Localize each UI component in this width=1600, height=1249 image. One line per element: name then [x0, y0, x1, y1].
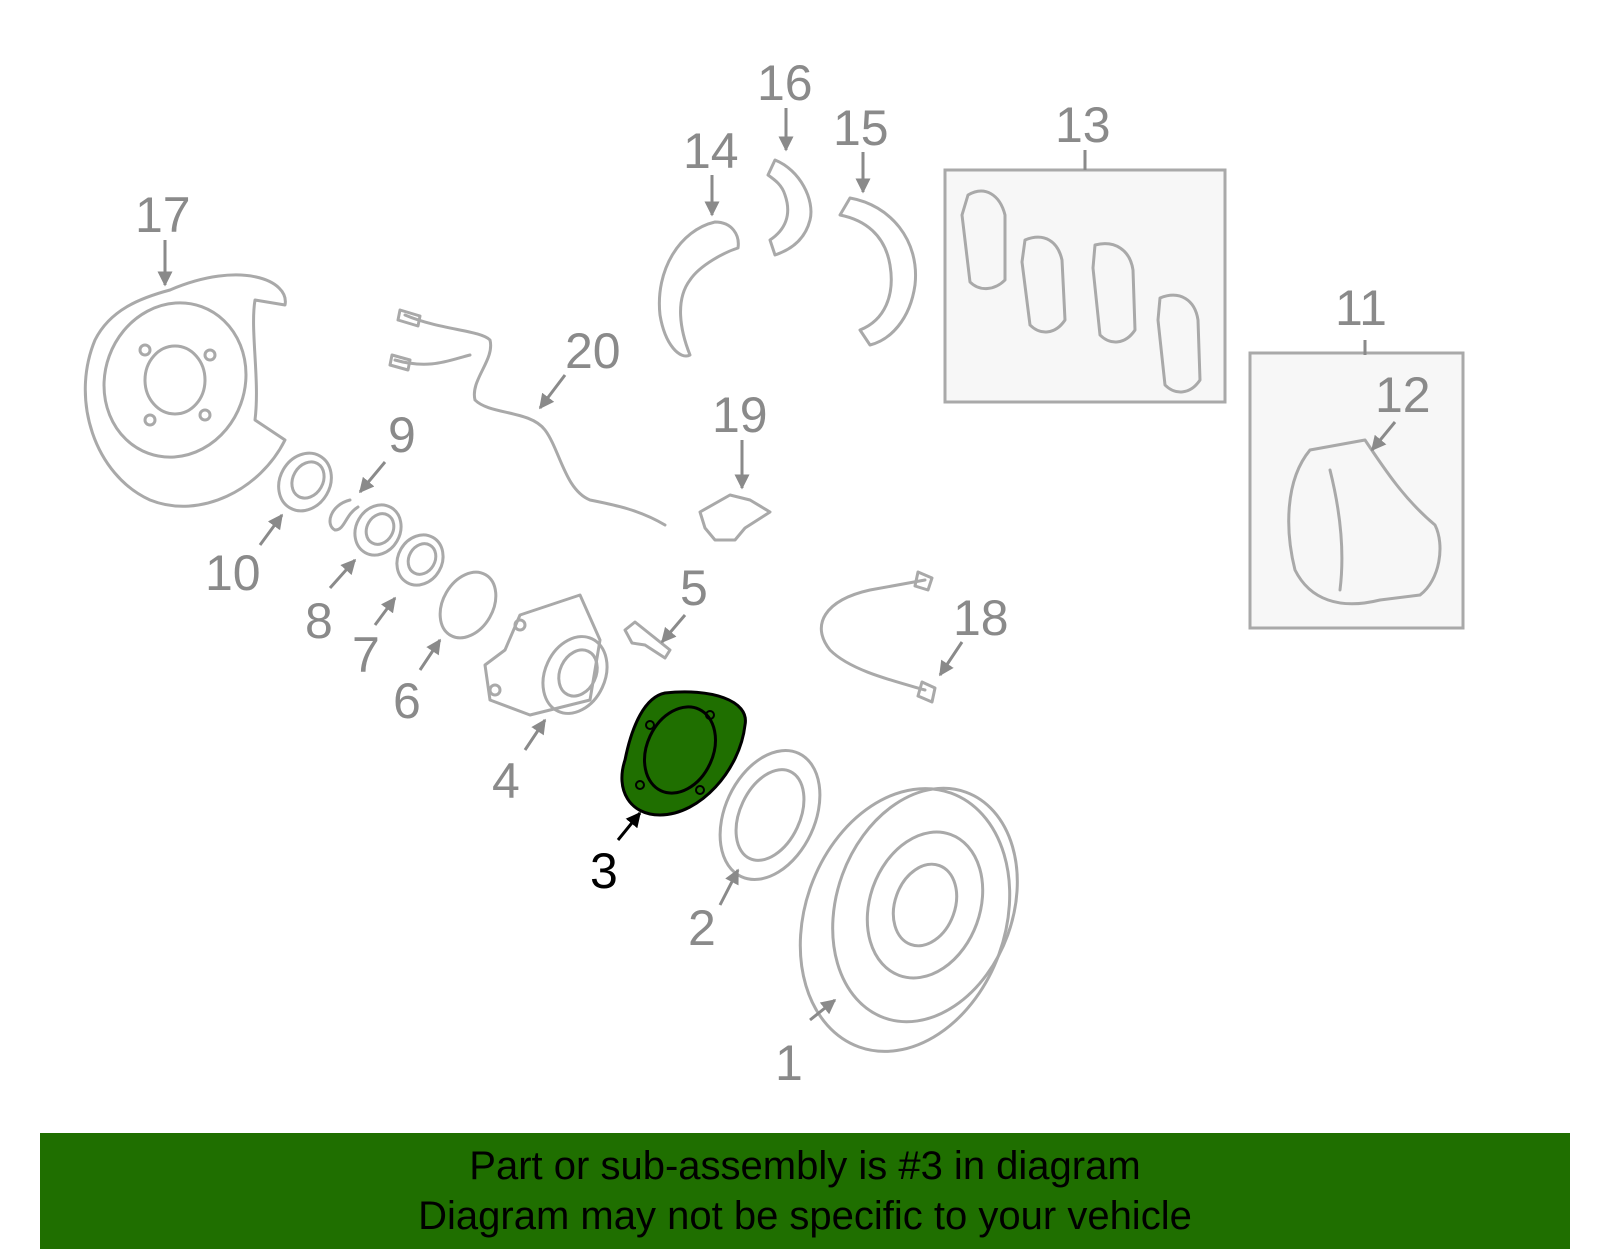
callout-14[interactable]: 14: [683, 123, 739, 179]
callout-9[interactable]: 9: [388, 407, 416, 463]
part-6-o-ring[interactable]: [429, 562, 507, 648]
callout-17[interactable]: 17: [135, 187, 191, 243]
part-18-brake-hose[interactable]: [819, 570, 937, 704]
leader-lines: [157, 108, 1397, 1022]
part-19-bracket[interactable]: [698, 493, 772, 542]
banner-line-2: Diagram may not be specific to your vehi…: [418, 1194, 1192, 1238]
part-5-bolt[interactable]: [623, 620, 672, 660]
callout-5[interactable]: 5: [680, 560, 708, 616]
part-14-brake-shoe[interactable]: [657, 220, 740, 358]
part-8-bearing[interactable]: [346, 496, 410, 563]
part-2-gasket[interactable]: [700, 734, 839, 895]
part-4-hub-bearing[interactable]: [483, 593, 619, 724]
part-7-bearing[interactable]: [388, 526, 452, 593]
callout-19[interactable]: 19: [712, 387, 768, 443]
callout-11[interactable]: 11: [1335, 280, 1387, 336]
part-20-abs-sensor-wire[interactable]: [388, 308, 667, 527]
part-10-oil-seal[interactable]: [268, 444, 341, 521]
callout-18[interactable]: 18: [953, 590, 1009, 646]
part-11-caliper-assembly[interactable]: [1248, 351, 1465, 630]
banner-line-1: Part or sub-assembly is #3 in diagram: [469, 1144, 1141, 1188]
part-15-brake-shoe[interactable]: [838, 196, 918, 347]
callout-12[interactable]: 12: [1375, 367, 1431, 423]
callout-20[interactable]: 20: [565, 323, 621, 379]
callout-13[interactable]: 13: [1055, 97, 1111, 153]
part-9-snap-ring[interactable]: [328, 498, 360, 532]
callout-4[interactable]: 4: [492, 753, 520, 809]
callout-2[interactable]: 2: [688, 900, 716, 956]
info-banner: Part or sub-assembly is #3 in diagram Di…: [40, 1133, 1570, 1249]
callout-10[interactable]: 10: [205, 545, 261, 601]
part-1-brake-rotor[interactable]: [765, 759, 1049, 1081]
callout-15[interactable]: 15: [833, 100, 889, 156]
callout-16[interactable]: 16: [757, 55, 813, 111]
part-13-brake-pad-kit[interactable]: [943, 168, 1227, 404]
callout-7[interactable]: 7: [352, 627, 380, 683]
callout-1[interactable]: 1: [775, 1035, 803, 1091]
callout-8[interactable]: 8: [305, 593, 333, 649]
part-17-backing-plate[interactable]: [83, 273, 287, 508]
part-16-brake-shoe[interactable]: [766, 158, 813, 257]
callout-6[interactable]: 6: [393, 673, 421, 729]
callout-3[interactable]: 3: [590, 843, 618, 899]
part-3-dust-shield-highlighted[interactable]: [620, 690, 747, 817]
part-12-caliper: [1287, 438, 1442, 606]
